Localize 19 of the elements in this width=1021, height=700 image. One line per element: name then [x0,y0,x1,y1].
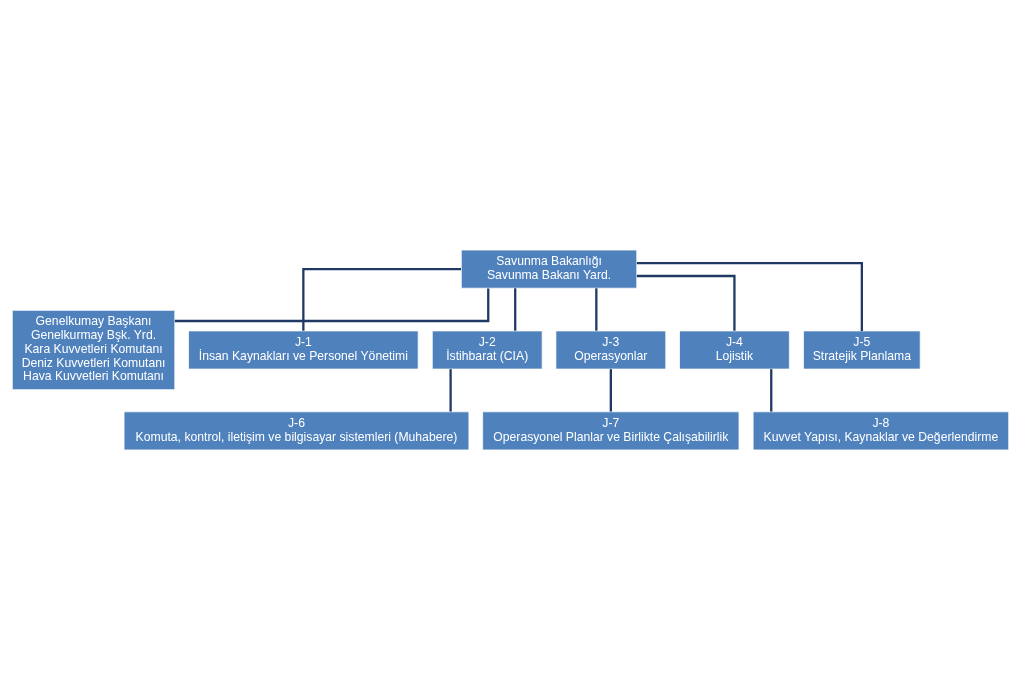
node-box: J-6 Komuta, kontrol, iletişim ve bilgisayar sistemleri (Muhabere) [123,411,470,451]
node-box: J-3 Operasyonlar [555,330,667,370]
connector [514,288,517,331]
connector [770,369,773,412]
connector [636,261,863,331]
connector [636,274,736,331]
node-box: J-2 İstihbarat (CIA) [431,330,543,370]
node-box: J-7 Operasyonel Planlar ve Birlikte Çalışabilirlik [482,411,740,451]
connector [595,288,598,331]
node-box: J-5 Stratejik Planlama [803,330,921,370]
connector [302,268,462,331]
node-box: J-4 Lojistik [679,330,790,370]
connector [174,288,490,323]
connector [449,369,452,412]
node-box: J-8 Kuvvet Yapısı, Kaynaklar ve Değerlendirme [752,411,1010,451]
connector [609,369,612,412]
node-box: Savunma Bakanlığı Savunma Bakanı Yard. [460,249,638,289]
node-box: Genelkumay Başkanı Genelkurmay Bşk. Yrd. Kara Kuvvetleri Komutanı Deniz Kuvvetleri Komutanı Hava Kuvvetleri Komutanı [11,309,176,391]
node-box: J-1 İnsan Kaynakları ve Personel Yönetimi [188,330,419,370]
